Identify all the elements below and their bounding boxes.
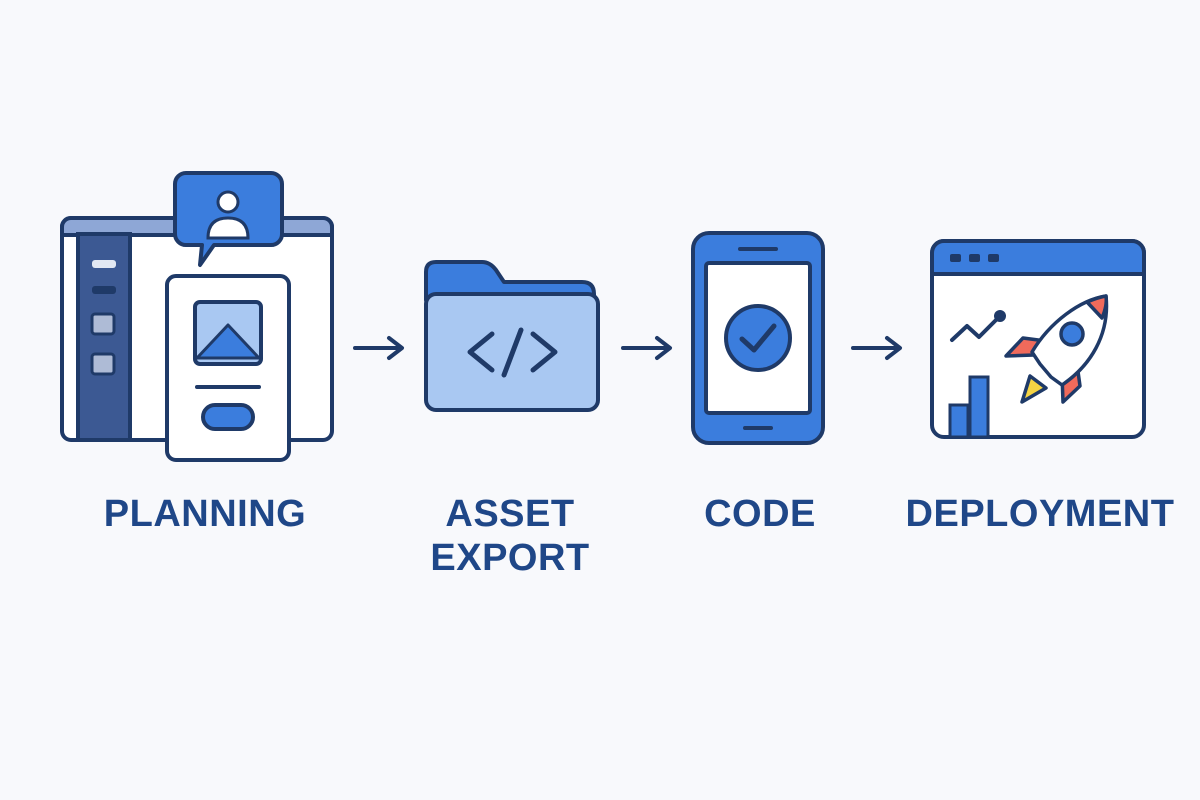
step-label-deployment: DEPLOYMENT	[895, 492, 1185, 536]
step-label-line: ASSET	[445, 493, 575, 535]
arrow-right-icon	[851, 336, 902, 360]
step-label-asset-export: ASSET EXPORT	[400, 492, 620, 580]
step-label-line: DEPLOYMENT	[905, 493, 1175, 535]
step-label-line: PLANNING	[103, 493, 307, 535]
step-label-code: CODE	[660, 492, 860, 536]
browser-rocket-icon	[930, 239, 1146, 439]
phone-check-icon	[691, 231, 825, 445]
step-label-planning: PLANNING	[80, 492, 330, 536]
arrow-right-icon	[621, 336, 672, 360]
arrow-right-icon	[353, 336, 404, 360]
step-label-line: CODE	[704, 493, 816, 535]
step-label-line: EXPORT	[430, 537, 590, 579]
code-folder-icon	[424, 260, 600, 412]
planning-wireframe-icon	[60, 171, 334, 462]
